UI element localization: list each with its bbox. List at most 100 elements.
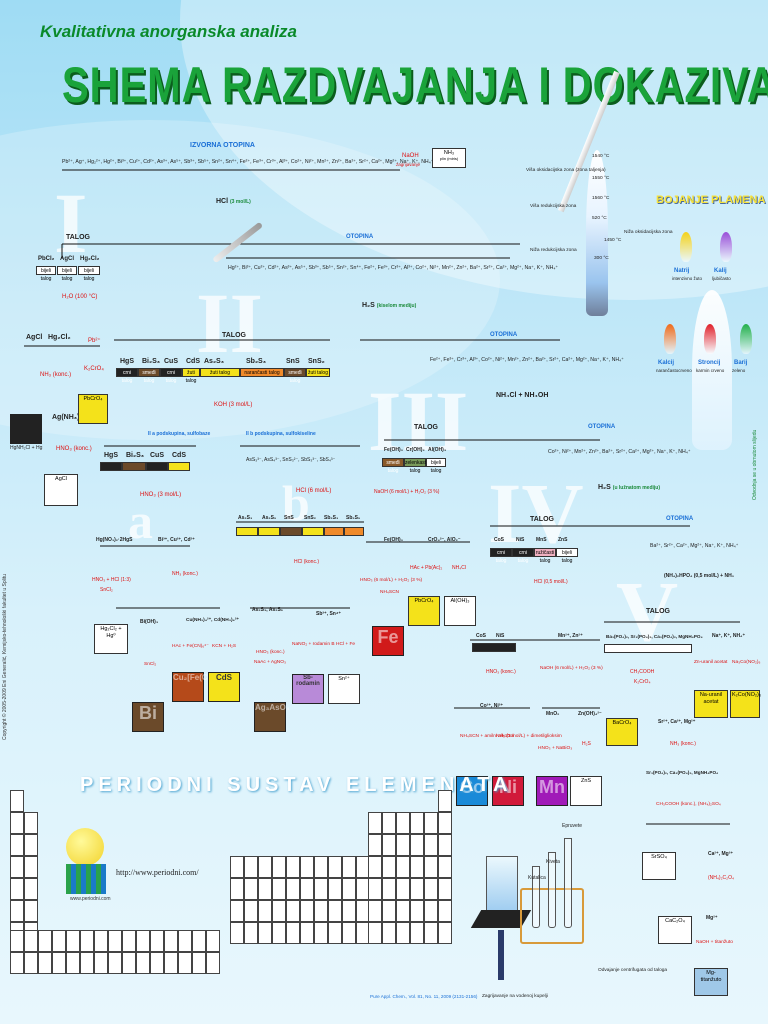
g4-precip: ZnS [558, 537, 568, 543]
precip-cell: narančasti talog [240, 368, 284, 377]
nh3-dmg: NH₃ (3 mol/L) + dimetilglioksim [496, 734, 562, 739]
periodic-cell [396, 878, 410, 900]
precip-cell [100, 462, 122, 471]
hg-result-label: HgNH₂Cl + Hg [10, 445, 43, 451]
hcl-6: HCl (6 mol/L) [296, 488, 332, 494]
k2cro4-b: K₂CrO₄ [634, 679, 651, 685]
periodic-cell [438, 812, 452, 834]
na-result: Na-uranil acetat [694, 690, 728, 718]
periodic-cell [368, 812, 382, 834]
flame-color-desc: intenzivno žuto [672, 276, 703, 281]
lanthanide-cell [192, 930, 206, 952]
periodic-cell [230, 856, 244, 878]
cos: CoS [476, 633, 486, 639]
otopina3-ions: Fe²⁺, Fe³⁺, Cr³⁺, Al³⁺, Co²⁺, Ni²⁺, Mn²⁺… [430, 357, 624, 363]
temp-label: 520 °C [592, 216, 607, 221]
agcl-result-box: AgCl [44, 474, 78, 506]
periodic-cell [368, 922, 382, 944]
periodic-cell [244, 922, 258, 944]
actinide-cell [108, 952, 122, 974]
pbcro4-result-box: PbCrO₄ [78, 394, 108, 424]
ag-nh3: Ag(NH₃)₂⁺ [52, 414, 87, 421]
precip-cell: bijeli talog [556, 548, 578, 564]
odvajanje-label: Odvajanje centrifugata od taloga [598, 968, 668, 973]
precip-cell: smeđi talog [284, 368, 306, 384]
cro4-alo2: CrO₄²⁻, AlO₂⁻ [428, 537, 461, 543]
nh4scn-b: NH₄SCN + amilni alkohol [460, 734, 514, 739]
periodic-cell [382, 900, 396, 922]
actinide-cell [164, 952, 178, 974]
periodic-cell [368, 900, 382, 922]
precip-cell [258, 527, 280, 536]
periodic-cell [396, 900, 410, 922]
mg-result: Mg-titanžuto [694, 968, 728, 996]
agcl: AgCl [60, 256, 74, 262]
nh42hpo4: (NH₄)₂HPO₄ (0,5 mol/L) + NH₃ [664, 573, 734, 579]
periodic-cell [300, 856, 314, 878]
kcn-h2s: KCN + H₂S [212, 644, 237, 649]
zone-label: Viša oksidacijska zona (zona taljenja) [526, 168, 606, 173]
lanthanide-cell [164, 930, 178, 952]
mg-ion: Mg²⁺ [706, 915, 718, 921]
subgroup-letter: b [282, 475, 310, 531]
precip-cell [236, 527, 258, 536]
hno3-nabio3: HNO₃ + NaBiO₃ [538, 746, 573, 751]
g2b-precip: Sb₂S₃ [324, 515, 339, 521]
periodic-cell [424, 900, 438, 922]
hno3-hcl: HNO₃ + HCl (1:3) [92, 577, 131, 583]
ca-mg: Ca²⁺, Mg²⁺ [708, 851, 733, 857]
fe-result: Fe [372, 626, 404, 656]
hg2cl2-label: Hg₂Cl₂ [48, 334, 71, 341]
hcl-fe: HCl + Fe [336, 642, 356, 647]
periodic-cell [382, 856, 396, 878]
group-numeral: III [368, 373, 469, 469]
g2a-precip: Bi₂S₃ [126, 452, 145, 459]
periodic-cell [286, 900, 300, 922]
hgno3-hgs: Hg(NO₃)₂·2HgS [96, 537, 133, 543]
periodic-cell [396, 922, 410, 944]
group-numeral: IV [488, 465, 584, 561]
periodic-cell [328, 900, 342, 922]
periodic-cell [10, 834, 24, 856]
periodic-cell [382, 812, 396, 834]
periodic-cell [10, 790, 24, 812]
co-ni: Co²⁺, Ni²⁺ [480, 703, 504, 709]
periodic-cell [438, 790, 452, 812]
precip-cell: bijeli talog [426, 458, 446, 474]
precip-cell: crni talog [116, 368, 138, 384]
periodic-cell [438, 834, 452, 856]
precip-cell: žuti talog [182, 368, 200, 384]
test-tube-rack-icon [520, 888, 584, 944]
hcl-konc: HCl (konc.) [294, 559, 320, 565]
periodic-cell [424, 834, 438, 856]
periodic-cell [314, 878, 328, 900]
precipitate-cell: bijeli talog [57, 266, 77, 282]
cds-result: CdS [208, 672, 240, 702]
h2s-b: H₂S [582, 741, 591, 747]
g5-precip: Ba₃(PO₄)₂, Sr₃(PO₄)₂, Ca₃(PO₄)₂, MgNH₄PO… [606, 634, 703, 639]
sb-sn: Sb³⁺, Sn⁴⁺ [316, 611, 341, 617]
na3cofeno2: Na₃Co(NO₂)₆ [732, 660, 761, 665]
periodic-cell [314, 922, 328, 944]
periodic-cell [258, 856, 272, 878]
na-k-nh4: Na⁺, K⁺, NH₄⁺ [712, 633, 746, 639]
periodic-cell [24, 812, 38, 834]
lanthanide-cell [24, 930, 38, 952]
citation: Pure Appl. Chem., Vol. 81, No. 11, 2009 … [370, 994, 478, 999]
test-tube-icon [548, 852, 556, 928]
precip-cell [122, 462, 146, 471]
nh3-konc: NH₃ (konc.) [172, 571, 198, 577]
zn-uranil: Zn-uranil acetat [694, 660, 728, 665]
periodic-cell [244, 878, 258, 900]
burner-stand-icon [498, 930, 504, 980]
zagrijavanje-label: Zagrijavanje na vodenoj kupelji [482, 994, 548, 999]
g3-precip: Fe(OH)₃ [384, 447, 403, 453]
periodni-url[interactable]: http://www.periodni.com/ [116, 868, 199, 877]
periodic-cell [424, 856, 438, 878]
otopina2-ions: Hg²⁺, Bi³⁺, Cu²⁺, Cd²⁺, As³⁺, As⁵⁺, Sb³⁺… [228, 265, 559, 271]
pbcro4-result: PbCrO₄ [408, 596, 440, 626]
naoh-h2o2: NaOH (6 mol/L) + H₂O₂ (3 %) [374, 489, 440, 495]
lanthanide-cell [80, 930, 94, 952]
actinide-cell [52, 952, 66, 974]
g2b-precip: As₂S₃ [238, 515, 253, 521]
